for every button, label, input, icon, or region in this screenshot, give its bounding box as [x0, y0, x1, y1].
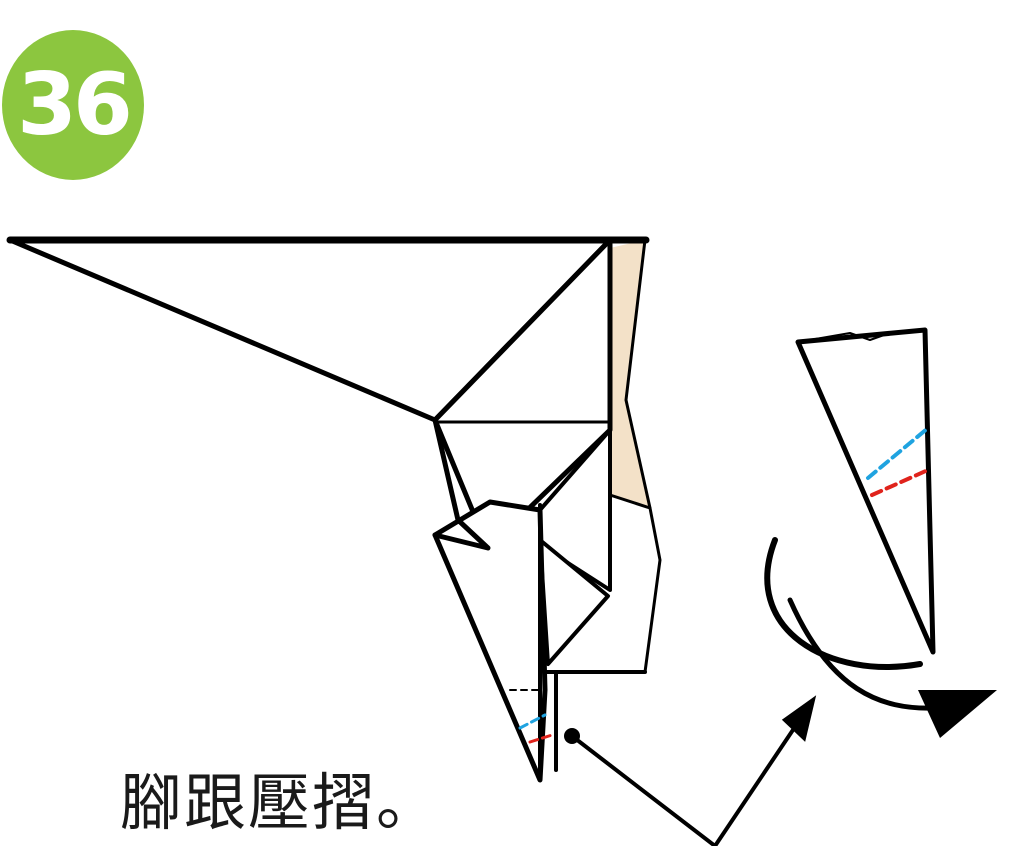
colored-back-strip: [610, 240, 650, 508]
curved-rotate-arrow-icon: [764, 537, 997, 738]
foot-valley-fold: [528, 733, 554, 744]
detail-mountain-fold: [866, 426, 930, 480]
leg-fold: [432, 417, 491, 551]
back-strip-edge: [624, 238, 652, 510]
detail-view: [795, 327, 936, 655]
foot-mountain-fold: [518, 713, 547, 730]
step-badge: [2, 30, 144, 180]
detail-foot: [795, 327, 936, 655]
push-arrow-icon: [918, 690, 997, 738]
leg: [432, 499, 548, 783]
step-number: 36: [17, 55, 133, 155]
zoom-arrow-head-icon: [781, 695, 817, 742]
zoom-arrow: [570, 695, 817, 846]
step-caption: 腳跟壓摺。: [120, 766, 441, 839]
detail-valley-fold: [870, 468, 930, 497]
origami-model: [6, 236, 662, 783]
detail-top-edge: [797, 329, 926, 343]
